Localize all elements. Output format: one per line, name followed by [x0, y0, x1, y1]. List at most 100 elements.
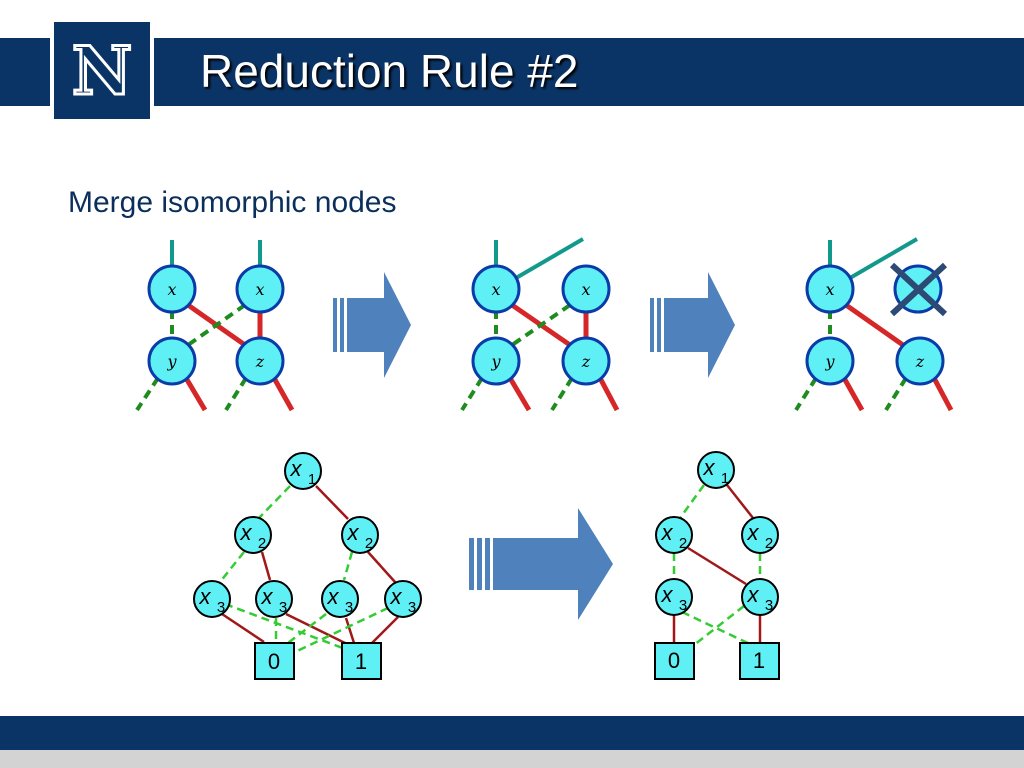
edge-x3a-1 — [224, 602, 349, 652]
bdd-after-node-x1: x 1 — [697, 451, 735, 489]
stage3-edge-z-out-right — [931, 376, 954, 412]
bdd-after-x3l-sub: 3 — [679, 597, 687, 614]
stage2-node-y-label: y — [490, 352, 501, 371]
bdd-before-terminal-0-label: 0 — [268, 649, 280, 674]
stage3-edge-x-z — [844, 302, 905, 348]
stage1-edge-y-out-right — [183, 376, 208, 412]
bdd-before-x3b-sub: 3 — [279, 599, 287, 616]
bdd-after-x2l-var: x — [661, 520, 674, 545]
bdd-after-node-x2-left: x 2 — [655, 516, 693, 554]
stage2-node-x-left: x — [471, 264, 521, 314]
bdd-before-x3a-sub: 3 — [217, 599, 225, 616]
bdd-after-x1-var: x — [703, 455, 716, 480]
stage1-node-x-left-label: x — [167, 280, 176, 299]
stage2-graph: x x y z — [460, 237, 620, 412]
bdd-after-x2l-sub: 2 — [679, 535, 687, 552]
bdd-after-terminal-1: 1 — [739, 642, 780, 680]
stage1-node-y: y — [147, 336, 197, 386]
edge-after-x1-x2r — [726, 484, 754, 519]
stage2-edge-y-out-left — [460, 376, 484, 412]
bdd-before-x1-sub: 1 — [308, 471, 316, 488]
bdd-after-x3r-sub: 3 — [765, 597, 773, 614]
stage1-edge-y-out-left — [135, 376, 160, 412]
stage1-edge-z-out-right — [271, 376, 295, 412]
bdd-before-x2r-var: x — [347, 520, 360, 545]
bdd-before-x3b-var: x — [261, 584, 274, 609]
edge-after-x3r-0 — [693, 605, 745, 646]
bdd-before-x3c-sub: 3 — [345, 599, 353, 616]
stage3-node-y-label: y — [824, 352, 835, 371]
stage2-node-z-label: z — [581, 352, 591, 371]
svg-text:N: N — [72, 32, 132, 110]
stage1-node-x-left: x — [147, 264, 197, 314]
stage2-edge-z-out-right — [597, 376, 620, 412]
edge-after-x3l-1 — [681, 610, 753, 647]
bdd-after-node-x3-left: x 3 — [655, 578, 693, 616]
stage1-node-z: z — [235, 336, 285, 386]
edge-x1-x2l — [257, 485, 291, 520]
stage1-graph: x x y z — [135, 240, 295, 412]
stage1-node-y-label: y — [166, 352, 177, 371]
stage3-redirected-edge — [848, 237, 919, 280]
bdd-before-x3d-sub: 3 — [408, 599, 416, 616]
bdd-before-node-x3-b: x 3 — [255, 580, 293, 618]
stage3-removed-node — [889, 262, 948, 317]
bdd-after-x3r-var: x — [747, 582, 760, 607]
bdd-after-node-x2-right: x 2 — [741, 516, 779, 554]
stage1-edge-xr-y — [186, 303, 247, 347]
stage2-node-z: z — [561, 336, 611, 386]
n-logo-icon: N — [70, 31, 133, 112]
stage3-edge-z-out-left — [884, 376, 908, 412]
edge-x3b-1 — [285, 612, 346, 645]
header-bar — [0, 38, 1024, 106]
footer-strip — [0, 750, 1024, 768]
stage3-node-x-label: x — [825, 280, 834, 299]
bdd-before-x1-var: x — [290, 456, 303, 481]
bdd-before: x 1 x 2 x 2 x 3 x 3 x 3 x — [193, 452, 422, 680]
edge-x2l-x3b — [260, 551, 272, 581]
bdd-before-node-x3-c: x 3 — [321, 580, 359, 618]
stage2-edge-z-out-left — [550, 376, 574, 412]
edge-x2l-x3a — [219, 551, 245, 583]
bdd-before-node-x3-d: x 3 — [384, 580, 422, 618]
edge-after-x1-x2l — [678, 484, 706, 519]
stage3-node-z-label: z — [915, 352, 925, 371]
bdd-before-x3a-var: x — [199, 584, 212, 609]
bdd-before-node-x1: x 1 — [284, 452, 322, 490]
bdd-after-terminal-0-label: 0 — [668, 648, 680, 673]
bdd-after-x3l-var: x — [661, 582, 674, 607]
stage2-edge-y-out-right — [507, 376, 532, 412]
edge-x3c-0 — [287, 613, 327, 644]
edge-after-x2l-x3r — [687, 546, 747, 586]
bdd-before-terminal-1: 1 — [341, 642, 382, 680]
stage1-node-z-label: z — [255, 352, 265, 371]
bdd-before-x3d-var: x — [390, 584, 403, 609]
stage1-edge-z-out-left — [224, 376, 248, 412]
bdd-before-terminal-0: 0 — [254, 642, 295, 680]
stage3-node-z: z — [895, 336, 945, 386]
bdd-before-x2r-sub: 2 — [365, 535, 373, 552]
edge-x2r-x3d — [367, 551, 396, 583]
edge-x3d-1 — [371, 616, 399, 644]
slide-title: Reduction Rule #2 — [200, 45, 579, 97]
stage3-edge-y-out-left — [794, 376, 818, 412]
stage2-node-x-left-label: x — [491, 280, 500, 299]
stage2-node-x-right-label: x — [581, 280, 590, 299]
bdd-after: x 1 x 2 x 2 x 3 x 3 0 1 — [654, 451, 780, 680]
stage1-node-x-right: x — [235, 264, 285, 314]
bdd-before-node-x3-a: x 3 — [193, 580, 231, 618]
edge-x3d-0 — [294, 606, 389, 654]
bdd-before-x3c-var: x — [327, 584, 340, 609]
bdd-after-terminal-0: 0 — [654, 642, 695, 680]
stage3-graph: x y z — [794, 237, 954, 412]
stage2-edge-xr-y — [510, 303, 572, 347]
edge-x3a-0 — [221, 612, 265, 644]
cross-mark-icon — [889, 262, 948, 317]
bdd-before-x2l-sub: 2 — [258, 535, 266, 552]
stage3-node-x: x — [805, 264, 855, 314]
stage3-edge-y-out-right — [841, 376, 865, 412]
bdd-after-node-x3-right: x 3 — [741, 578, 779, 616]
bdd-after-x1-sub: 1 — [721, 470, 729, 487]
university-logo: N — [50, 18, 154, 123]
